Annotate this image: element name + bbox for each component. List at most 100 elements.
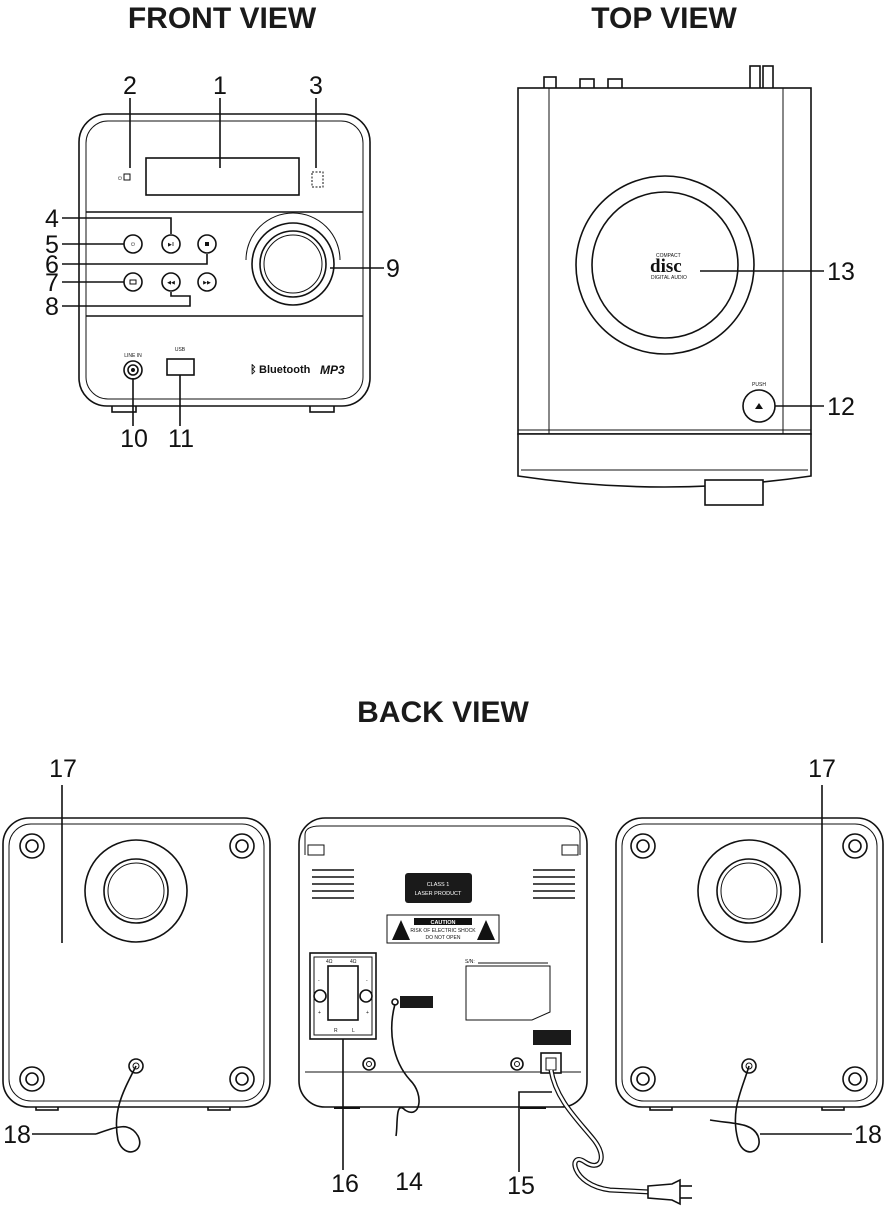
speaker-right (615, 785, 884, 1153)
terminal-plus-right: + (366, 1010, 369, 1016)
callout-12: 12 (827, 393, 855, 421)
speaker-left-screw-bl (19, 1066, 45, 1092)
callout-17-left: 17 (49, 755, 77, 783)
terminal-ohm-right: 4Ω (350, 959, 357, 965)
line-in-label: LINE IN (124, 353, 142, 359)
front-view: ⏻ ⏻ ▶‖ ◀◀ ▶▶ LINE IN USB ᛒ Bluetooth MP3 (62, 98, 384, 426)
mode-button (123, 272, 143, 292)
volume-knob (259, 230, 327, 298)
previous-button (161, 272, 181, 292)
caution-label (386, 914, 500, 944)
terminal-right-label: R (334, 1028, 338, 1034)
cd-lid-outer (575, 175, 755, 355)
callout-17-right: 17 (808, 755, 836, 783)
standby-led-icon: ⏻ (118, 176, 122, 182)
callout-10: 10 (120, 425, 148, 453)
speaker-left-inner (8, 823, 265, 1102)
screw-br-inner (235, 1072, 249, 1086)
fm-antenna-wire (390, 1003, 420, 1137)
speaker-right-wire (709, 1065, 760, 1153)
caution-heading: CAUTION (430, 920, 455, 926)
r-screw-br-inner (848, 1072, 862, 1086)
digital-audio-logo: DIGITAL AUDIO (651, 275, 687, 281)
cd-lid (591, 191, 739, 339)
r-screw-bl-inner (636, 1072, 650, 1086)
speaker-right-body (615, 817, 884, 1108)
model-sticker (400, 996, 433, 1008)
callout-18-left: 18 (3, 1121, 31, 1149)
volume-knob-face (263, 234, 323, 294)
compact-logo-top: COMPACT (656, 253, 681, 259)
r-screw-tl-inner (636, 839, 650, 853)
push-label: PUSH (752, 382, 766, 388)
front-view-title: FRONT VIEW (128, 2, 317, 35)
usb-label: USB (175, 347, 186, 353)
line-in-jack-center (131, 368, 135, 372)
speaker-right-inner (621, 823, 878, 1102)
callout-6: 6 (45, 251, 59, 279)
main-unit-back: CLASS 1 LASER PRODUCT CAUTION RISK OF EL… (298, 817, 692, 1206)
speaker-right-screw-br (842, 1066, 868, 1092)
display (145, 157, 300, 196)
callout-11: 11 (168, 425, 194, 453)
speaker-left-screw-br (229, 1066, 255, 1092)
top-base (517, 433, 812, 488)
power-plug (647, 1178, 681, 1206)
speaker-left-body (2, 817, 271, 1108)
play-pause-icon: ▶‖ (168, 242, 174, 248)
warning-left-icon (392, 920, 410, 940)
front-callout-lines (62, 98, 384, 426)
serial-label-area (465, 965, 551, 1021)
mode-icon (129, 279, 137, 285)
screw-hole-right (510, 1057, 524, 1071)
warning-right-icon (477, 920, 495, 940)
speaker-right-port (716, 858, 782, 924)
screw-tr-inner (235, 839, 249, 853)
speaker-left-cable-hole (128, 1058, 144, 1074)
top-view-title: TOP VIEW (591, 2, 737, 35)
r-screw-tr-inner (848, 839, 862, 853)
back-view-title: BACK VIEW (357, 696, 529, 729)
power-icon: ⏻ (131, 242, 135, 248)
next-icon: ▶▶ (203, 280, 211, 286)
rating-sticker (533, 1030, 571, 1045)
terminal-left-label: L (352, 1028, 355, 1034)
callout-numbers: 2 1 3 4 5 6 7 8 9 10 11 12 13 14 15 16 1… (3, 72, 882, 1200)
callout-7: 7 (45, 269, 59, 297)
callout-3: 3 (309, 72, 323, 100)
callout-9: 9 (386, 255, 400, 283)
laser-label-line1: CLASS 1 (427, 882, 450, 888)
speaker-right-screw-bl (630, 1066, 656, 1092)
callout-14: 14 (395, 1168, 423, 1196)
callout-1: 1 (213, 72, 227, 100)
standby-led (123, 173, 131, 181)
previous-icon: ◀◀ (167, 280, 175, 286)
callout-15: 15 (507, 1172, 535, 1200)
stop-icon (205, 242, 209, 246)
serial-label: S/N: (465, 959, 475, 965)
right-vent (533, 869, 575, 899)
front-body (78, 113, 371, 407)
terminal-minus-left: - (318, 978, 320, 984)
cable-hole-inner (132, 1062, 140, 1070)
speaker-left-screw-tr (229, 833, 255, 859)
speaker-right-port-outer (697, 839, 801, 943)
mp3-brand: MP3 (320, 363, 345, 377)
callout-13: 13 (827, 258, 855, 286)
top-base-foot (704, 479, 764, 506)
screw-hole-left (362, 1057, 376, 1071)
terminal-minus-right: - (366, 978, 368, 984)
port-inner (107, 862, 165, 920)
disc-logo-icon: disc (650, 256, 682, 277)
callout-2: 2 (123, 72, 137, 100)
terminal-clip-right (359, 989, 373, 1003)
speaker-left-screw-tl (19, 833, 45, 859)
speaker-left-port (103, 858, 169, 924)
speaker-left-wire (95, 1065, 141, 1153)
screw-tl-inner (25, 839, 39, 853)
r-port-inner (720, 862, 778, 920)
power-cord (549, 1069, 651, 1194)
r-cable-hole-inner (745, 1062, 753, 1070)
play-pause-button (161, 234, 181, 254)
callout-16: 16 (331, 1170, 359, 1198)
